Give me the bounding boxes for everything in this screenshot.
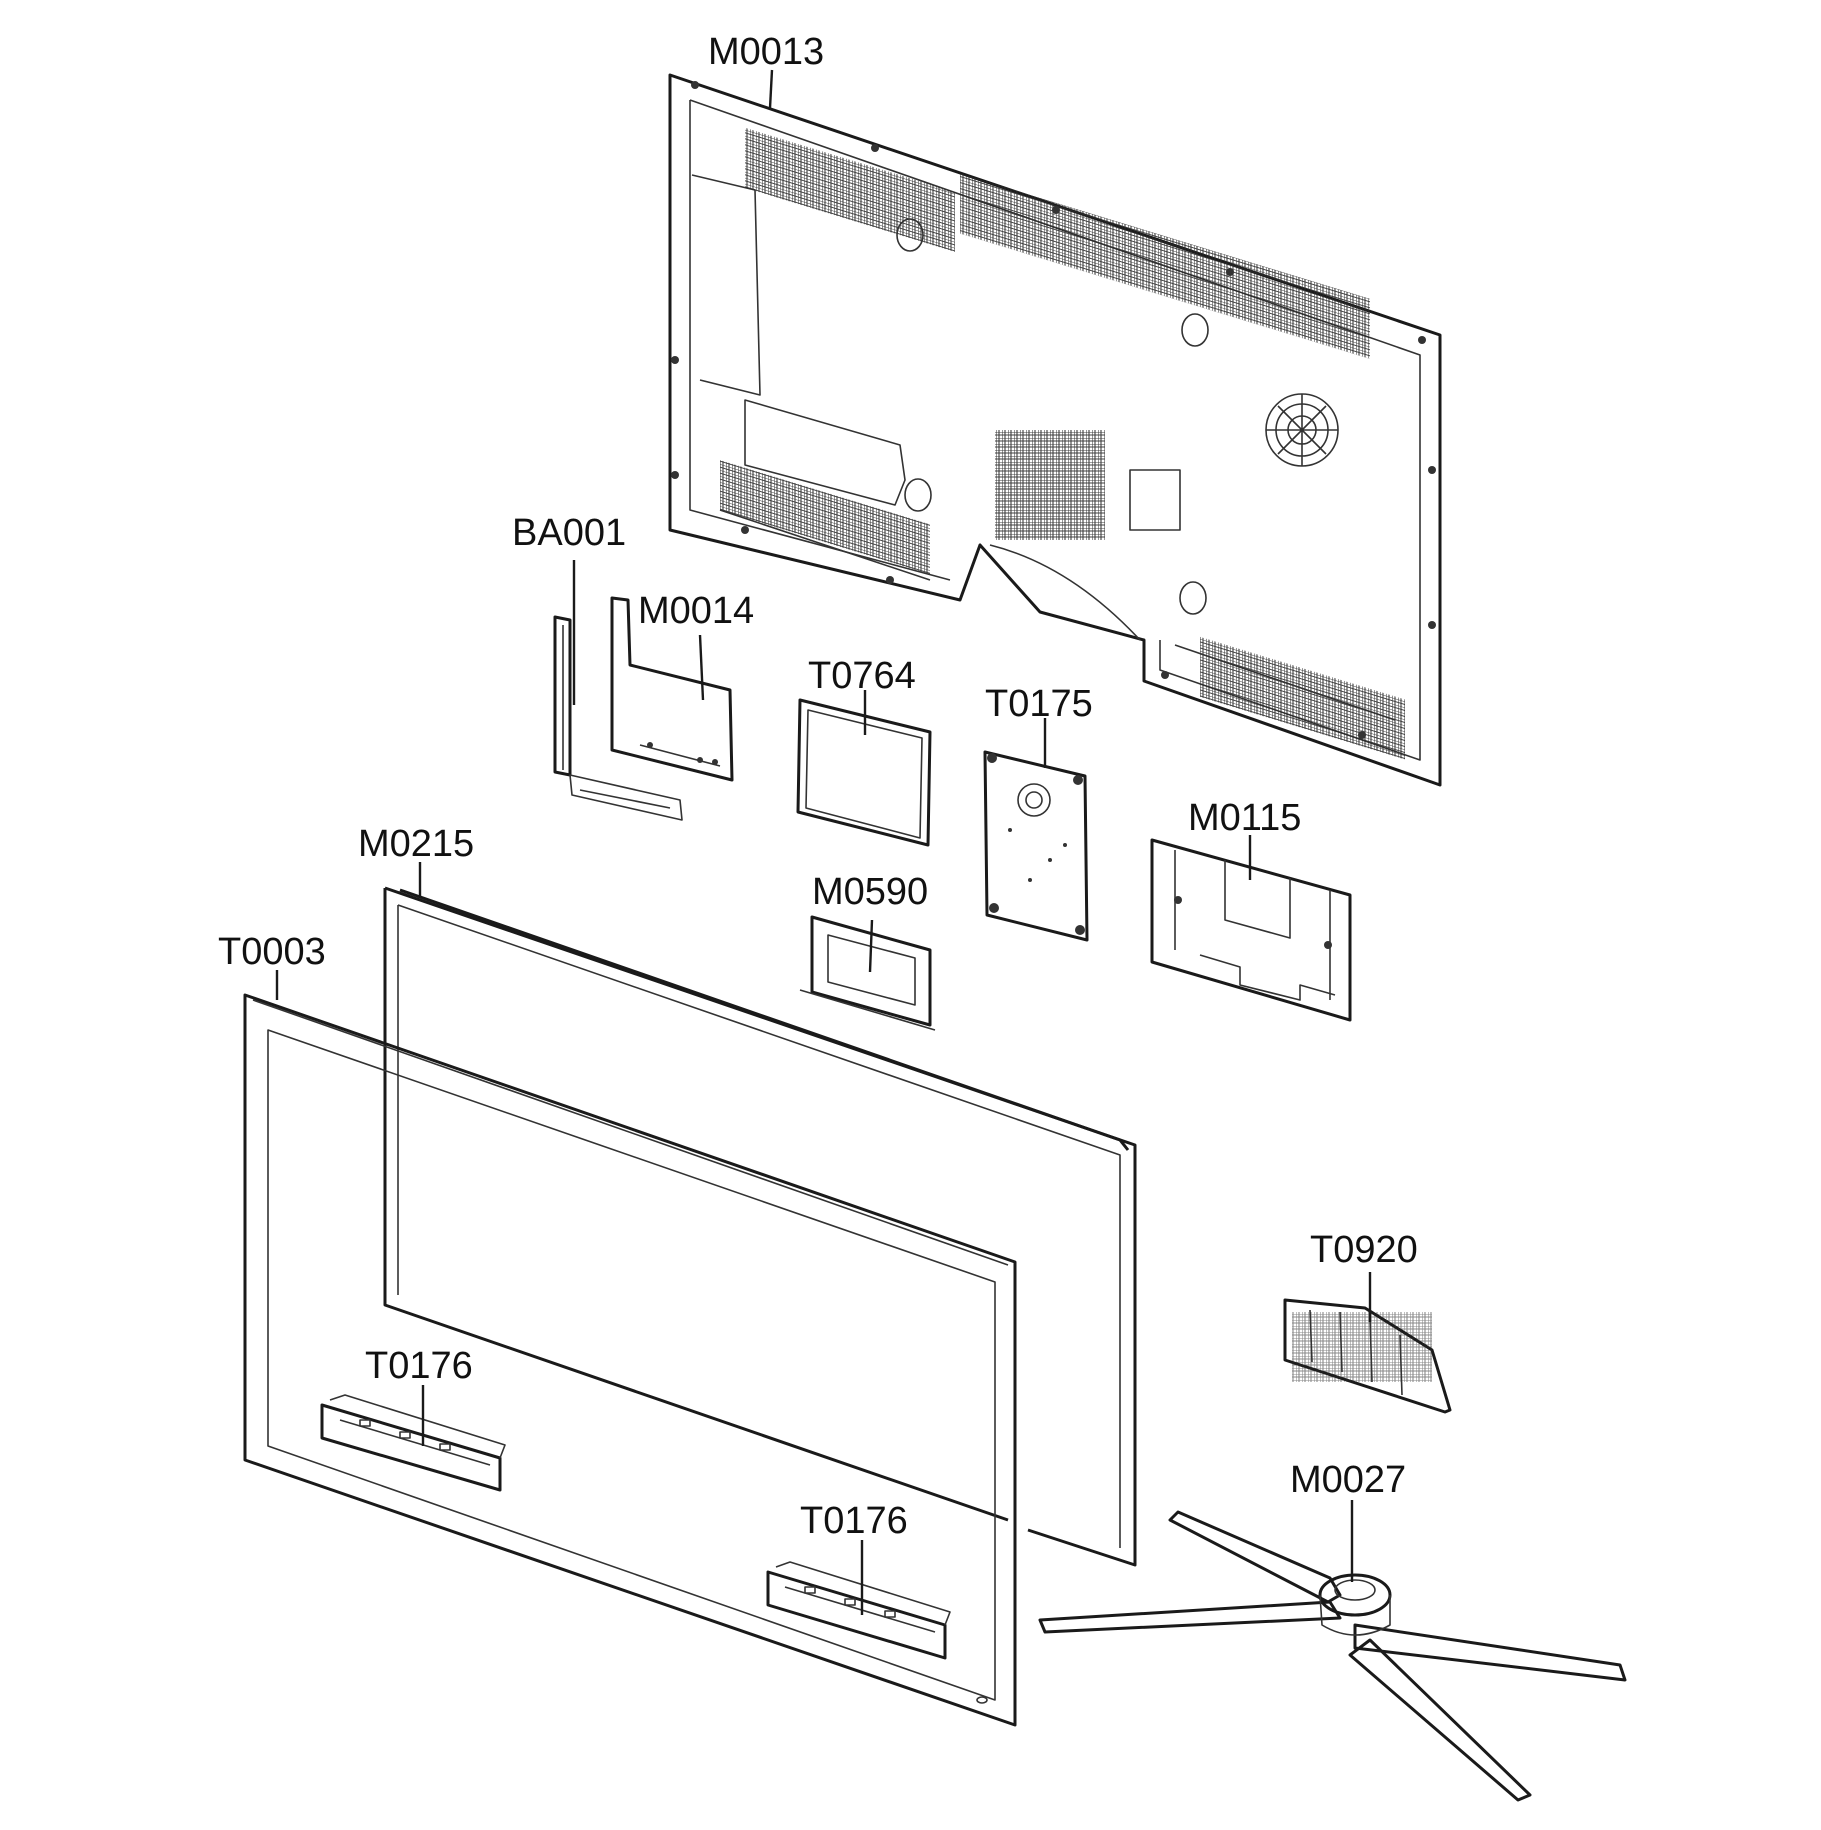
part-label-t0764: T0764 [808,655,916,697]
stand-base [1038,1510,1627,1802]
part-label-t0175: T0175 [985,683,1093,725]
front-bezel [243,993,1017,1727]
part-label-t0920: T0920 [1310,1229,1418,1271]
board-m0014 [610,596,734,782]
stand-cover [1283,1298,1452,1414]
bracket-ba001 [553,615,683,821]
part-label-m0590: M0590 [812,871,928,913]
board-t0175 [983,750,1089,942]
part-label-t0176-left: T0176 [365,1345,473,1387]
back-cover [668,73,1442,787]
part-label-m0115: M0115 [1188,797,1301,839]
panel-frame [383,886,1137,1567]
bracket-m0115 [1150,838,1352,1022]
speaker-left [320,1394,506,1492]
part-label-t0176-right: T0176 [800,1500,908,1542]
board-t0764 [796,698,932,847]
part-label-m0013: M0013 [708,31,824,73]
part-label-t0003: T0003 [218,931,326,973]
bracket-m0590 [799,915,936,1031]
part-label-ba001: BA001 [512,512,626,554]
speaker-right [766,1561,951,1660]
part-label-m0027: M0027 [1290,1459,1406,1501]
part-label-m0014: M0014 [638,590,754,632]
part-label-m0215: M0215 [358,823,474,865]
